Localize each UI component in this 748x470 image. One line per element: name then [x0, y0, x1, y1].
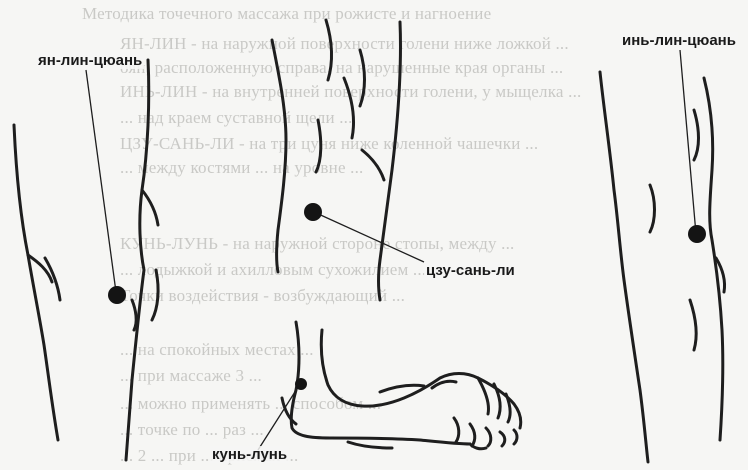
acupoint-yin-lin-quan — [688, 225, 706, 243]
acupoint-kun-lun — [295, 378, 307, 390]
leader-line-kun-lun — [258, 384, 300, 450]
label-yin-lin-quan: инь-лин-цюань — [620, 32, 738, 49]
acupoint-zu-san-li — [304, 203, 322, 221]
foot-drawing — [282, 322, 521, 449]
middle-leg-drawing — [272, 20, 401, 300]
label-zu-san-li: цзу-сань-ли — [424, 262, 517, 279]
acupoint-yan-lin-quan — [108, 286, 126, 304]
label-yan-lin-quan: ян-лин-цюань — [36, 52, 144, 69]
leader-line-yan-lin-quan — [86, 70, 116, 292]
leader-line-zu-san-li — [314, 212, 424, 262]
leader-line-yin-lin-quan — [680, 50, 696, 234]
label-kun-lun: кунь-лунь — [210, 446, 289, 463]
left-leg-drawing — [14, 60, 158, 460]
right-leg-drawing — [600, 72, 725, 462]
